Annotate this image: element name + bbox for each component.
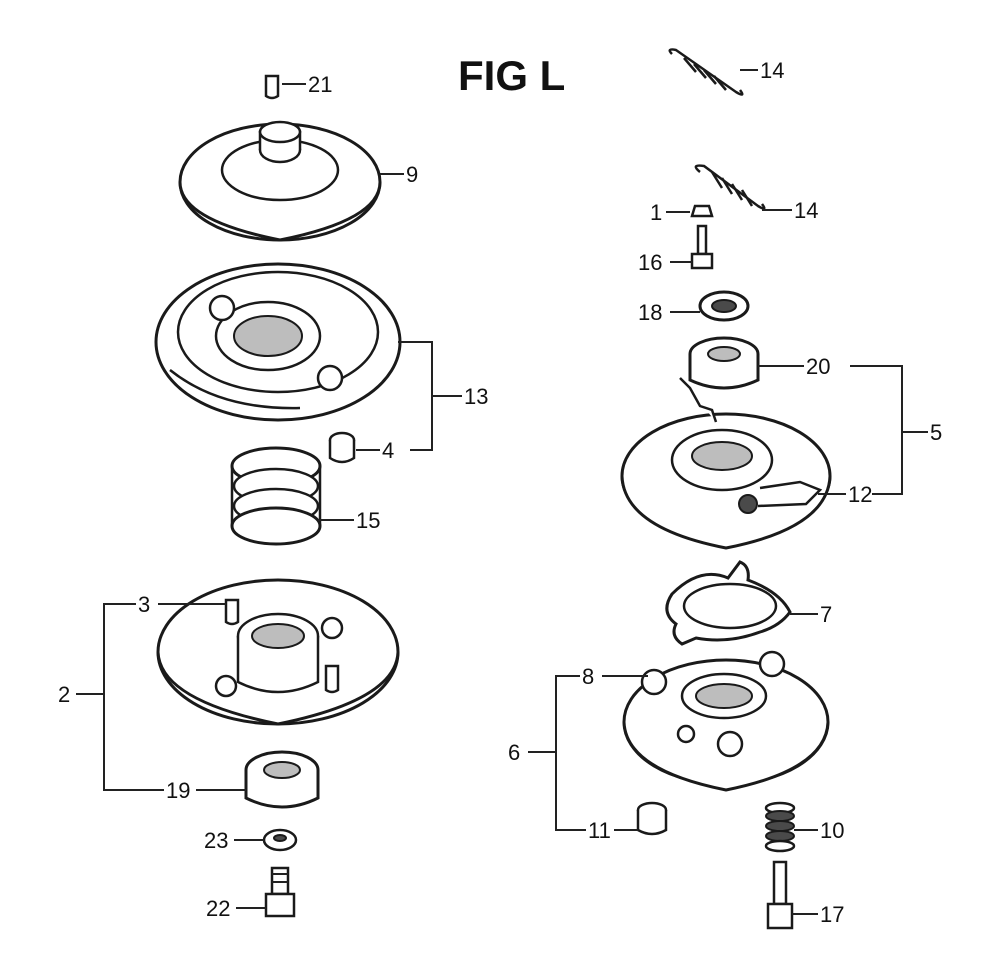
callout-1: 1 xyxy=(650,200,662,225)
part-9-cover xyxy=(178,120,382,242)
callout-4: 4 xyxy=(382,438,394,463)
part-15-spring xyxy=(230,446,322,546)
callout-17: 17 xyxy=(820,902,844,927)
callout-9: 9 xyxy=(406,162,418,187)
callout-15: 15 xyxy=(356,508,380,533)
callout-14-lower: 14 xyxy=(794,198,818,223)
part-13-plate xyxy=(154,262,402,422)
callout-3: 3 xyxy=(138,592,150,617)
callout-13: 13 xyxy=(464,384,488,409)
part-4-bushing xyxy=(328,431,356,464)
callout-6: 6 xyxy=(508,740,520,765)
part-20-bearing xyxy=(688,336,760,390)
callout-12: 12 xyxy=(848,482,872,507)
part-22-bolt xyxy=(264,866,296,918)
part-17-pin xyxy=(766,860,794,930)
callout-10: 10 xyxy=(820,818,844,843)
part-10-spring xyxy=(764,801,796,853)
callout-23: 23 xyxy=(204,828,228,853)
part-16-screw xyxy=(690,224,714,270)
part-19-bearing xyxy=(244,750,320,809)
callout-20: 20 xyxy=(806,354,830,379)
part-7-gasket xyxy=(665,560,792,646)
part-23-washer xyxy=(262,828,298,852)
figure-title: FIG L xyxy=(458,52,565,99)
part-11-bushing xyxy=(636,801,668,836)
part-2-housing xyxy=(156,578,400,726)
part-18-seal xyxy=(698,290,750,322)
callout-22: 22 xyxy=(206,896,230,921)
part-14-spring-lower xyxy=(694,164,766,210)
callout-16: 16 xyxy=(638,250,662,275)
part-5-housing xyxy=(620,377,832,550)
callout-2: 2 xyxy=(58,682,70,707)
callout-14-top: 14 xyxy=(760,58,784,83)
part-21-pin xyxy=(264,74,280,100)
part-6-housing xyxy=(622,650,830,792)
callout-21: 21 xyxy=(308,72,332,97)
callout-5: 5 xyxy=(930,420,942,445)
callout-8: 8 xyxy=(582,664,594,689)
callout-7: 7 xyxy=(820,602,832,627)
part-14-spring-top xyxy=(668,48,744,96)
callout-18: 18 xyxy=(638,300,662,325)
part-1-nut xyxy=(690,204,714,218)
callout-11: 11 xyxy=(588,818,611,843)
callout-19: 19 xyxy=(166,778,190,803)
